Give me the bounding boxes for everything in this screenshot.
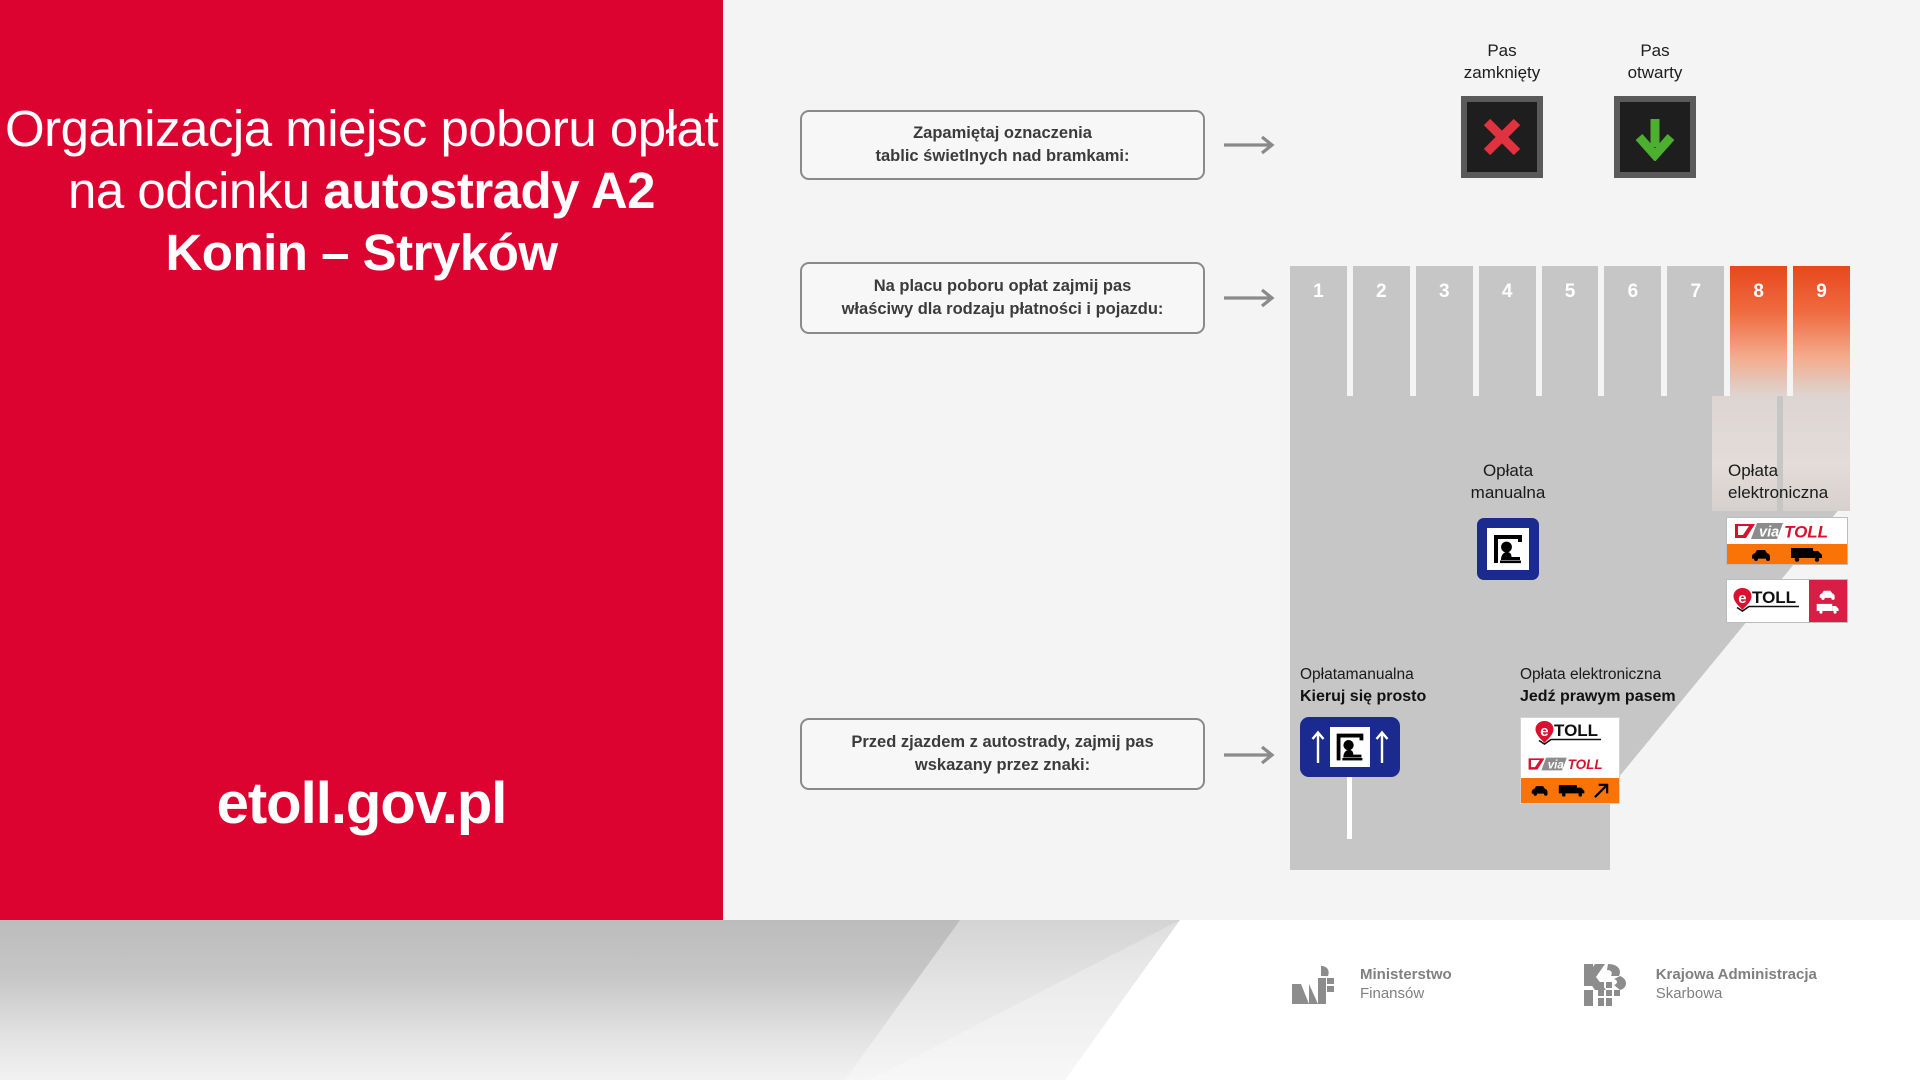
exit-sign-electronic-group: Opłata elektroniczna Jedź prawym pasem e… (1520, 665, 1750, 804)
toll-booth-glyph (1330, 726, 1370, 767)
exit-sign-electronic-caption: Opłata elektroniczna (1520, 666, 1662, 683)
toll-plaza-diagram: 1 2 3 4 5 6 7 8 9 (1290, 266, 1851, 870)
car-icon (1531, 786, 1548, 796)
mf-logo-mark (1292, 966, 1334, 1004)
signal-lane-open: Pas otwarty (1565, 40, 1745, 179)
plaza-lane-2: 2 (1352, 266, 1410, 396)
viatoll-badge: via TOLL (1726, 517, 1848, 565)
footer-logos: Ministerstwo Finansów Krajowa Administ (1290, 960, 1817, 1010)
lane-8-tail (1712, 396, 1777, 511)
plaza-lane-7: 7 (1667, 266, 1725, 396)
etoll-viatoll-lane-sign: e TOLL via TOLL (1520, 716, 1620, 804)
truck-icon (1816, 603, 1839, 614)
arrow-right-icon-2 (1224, 287, 1280, 309)
headline-line-1: Organizacja miejsc (4, 100, 427, 157)
go-straight-booth-sign (1300, 716, 1400, 777)
electronic-payment-label: Opłata elektroniczna (1728, 461, 1829, 503)
electronic-payment-group: Opłata elektroniczna (1728, 460, 1908, 505)
headline-line-3: na odcinku (67, 162, 310, 220)
headline-line-4: autostrady A2 (323, 162, 656, 220)
viatoll-wordmark: via TOLL (1727, 518, 1847, 544)
diagonal-up-right-arrow-icon (1594, 783, 1609, 798)
plaza-lane-row: 1 2 3 4 5 6 7 8 9 (1290, 266, 1851, 396)
footer: Ministerstwo Finansów Krajowa Administ (0, 920, 1920, 1080)
callout-choose-lane: Na placu poboru opłat zajmij pas właściw… (800, 262, 1205, 334)
hero-panel: Organizacja miejsc poboru opłat na odcin… (0, 0, 723, 920)
viatoll-vehicle-icons (1727, 544, 1847, 564)
plaza-lane-6: 6 (1604, 266, 1662, 396)
svg-text:TOLL: TOLL (1568, 757, 1603, 772)
svg-text:TOLL: TOLL (1752, 588, 1796, 607)
etoll-wordmark: e TOLL (1727, 580, 1809, 622)
svg-text:TOLL: TOLL (1554, 721, 1598, 740)
etoll-badge: e TOLL (1726, 579, 1848, 623)
svg-text:via: via (1548, 759, 1565, 771)
mf-logo: Ministerstwo Finansów (1290, 964, 1452, 1006)
site-url[interactable]: etoll.gov.pl (216, 771, 508, 836)
red-cross-icon (1461, 96, 1543, 179)
toll-booth-sign-icon (1477, 517, 1539, 580)
plaza-lane-5: 5 (1541, 266, 1599, 396)
headline-line-5: Konin – Stryków (165, 224, 558, 282)
svg-text:e: e (1540, 723, 1548, 740)
exit-sign-electronic-instruction: Jedź prawym pasem (1520, 687, 1676, 705)
callout-1-line-1: Zapamiętaj oznaczenia (913, 123, 1092, 142)
callout-2-line-1: Na placu poboru opłat zajmij pas (873, 276, 1132, 295)
vehicles-and-direction-icons (1521, 777, 1619, 803)
up-arrow-icon (1311, 730, 1325, 763)
manual-payment-group: Opłata manualna (1428, 460, 1588, 580)
manual-payment-label: Opłata manualna (1470, 461, 1546, 503)
svg-text:via: via (1759, 525, 1779, 541)
car-icon (1752, 549, 1770, 561)
arrow-right-icon-3 (1224, 744, 1280, 766)
callout-1-line-2: tablic świetlnych nad bramkami: (875, 147, 1130, 165)
plaza-lane-4: 4 (1478, 266, 1536, 396)
exit-sign-manual-group: Opłatamanualna Kieruj się prosto (1300, 665, 1520, 839)
lane-9-tail (1783, 396, 1850, 511)
sign-post (1347, 776, 1352, 839)
callout-2-line-2: właściwy dla rodzaju płatności i pojazdu… (841, 300, 1164, 318)
exit-lane-2 (1397, 790, 1497, 870)
mf-logo-text: Ministerstwo Finansów (1360, 966, 1452, 1002)
plaza-lane-1: 1 (1290, 266, 1347, 396)
exit-lane-row (1290, 790, 1610, 870)
plaza-lane-3: 3 (1415, 266, 1473, 396)
arrow-right-icon-1 (1224, 134, 1280, 156)
kas-logo-text: Krajowa Administracja Skarbowa (1655, 966, 1817, 1002)
plaza-lane-9: 9 (1793, 266, 1851, 396)
callout-3-line-2: wskazany przez znaki: (914, 756, 1091, 774)
viatoll-wordmark: via TOLL (1521, 751, 1619, 778)
truck-icon (1791, 547, 1822, 562)
green-down-arrow-icon (1614, 96, 1696, 179)
kas-logo: Krajowa Administracja Skarbowa (1582, 960, 1817, 1010)
svg-text:e: e (1738, 590, 1746, 607)
plaza-lane-8: 8 (1730, 266, 1788, 396)
exit-sign-manual-instruction: Kieruj się prosto (1300, 687, 1427, 705)
etoll-wordmark: e TOLL (1521, 718, 1619, 751)
svg-text:TOLL: TOLL (1784, 523, 1828, 542)
kas-logo-mark (1583, 964, 1626, 1006)
signal-open-label: Pas otwarty (1627, 41, 1683, 83)
truck-icon (1558, 784, 1585, 797)
headline-line-2: poboru opłat (440, 100, 719, 157)
car-icon (1819, 590, 1835, 600)
exit-sign-manual-caption: Opłatamanualna (1300, 666, 1414, 683)
callout-3-line-1: Przed zjazdem z autostrady, zajmij pas (851, 732, 1154, 751)
signal-lane-closed: Pas zamknięty (1412, 40, 1592, 179)
callout-exit-lane: Przed zjazdem z autostrady, zajmij pas w… (800, 718, 1205, 790)
etoll-vehicle-icons (1809, 580, 1847, 622)
callout-signal-meanings: Zapamiętaj oznaczenia tablic świetlnych … (800, 110, 1205, 180)
page-title: Organizacja miejsc poboru opłat na odcin… (0, 98, 723, 285)
exit-lane-1 (1290, 790, 1390, 870)
signal-closed-label: Pas zamknięty (1463, 41, 1541, 83)
up-arrow-icon (1375, 730, 1389, 763)
